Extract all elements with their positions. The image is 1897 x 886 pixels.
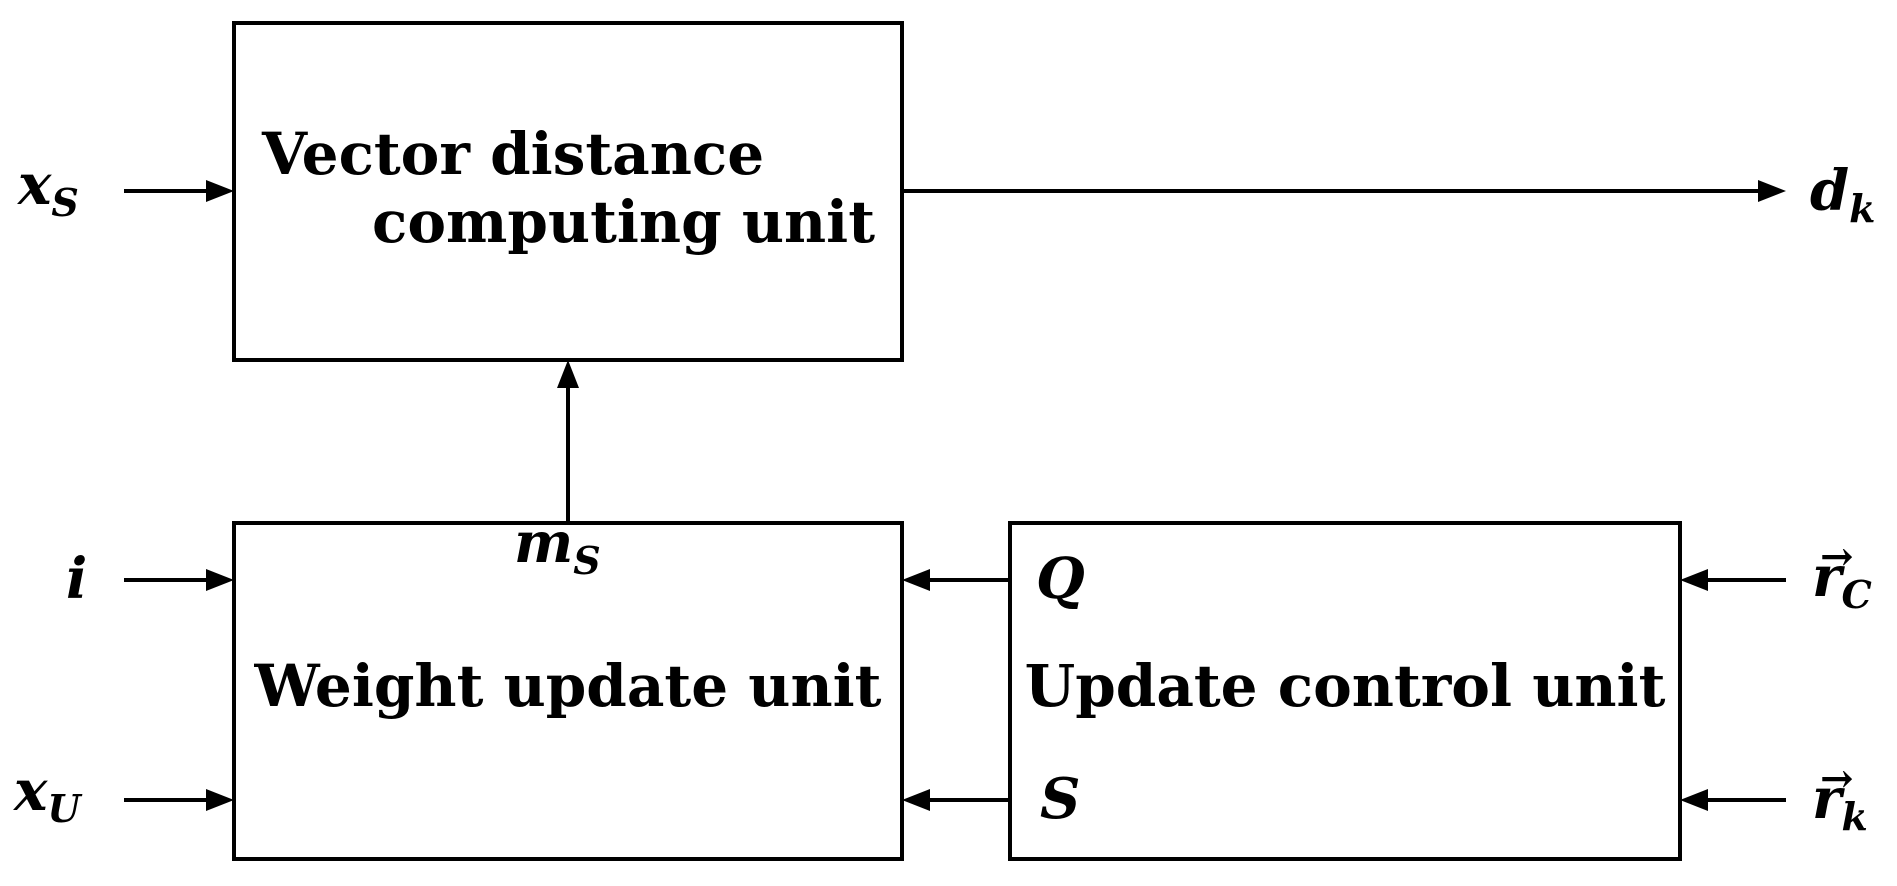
signal-q: Q bbox=[1036, 546, 1085, 612]
signal-s: S bbox=[1040, 766, 1080, 832]
arrowhead-s bbox=[902, 789, 930, 811]
vector-distance-label-line1: Vector distance bbox=[261, 120, 764, 188]
weight-update-block bbox=[232, 521, 904, 861]
svg-text:rC: rC bbox=[1812, 544, 1872, 617]
arrowhead-i bbox=[206, 569, 234, 591]
signal-d-k: dk bbox=[1810, 158, 1876, 231]
arrowhead-x-u bbox=[206, 789, 234, 811]
arrowhead-r-c bbox=[1680, 569, 1708, 591]
vector-distance-block bbox=[232, 21, 904, 362]
signal-r-k: → rk bbox=[1812, 755, 1868, 839]
signal-i: i bbox=[66, 546, 87, 612]
svg-text:rk: rk bbox=[1812, 766, 1868, 839]
signal-m-s: mS bbox=[514, 510, 601, 583]
arrowhead-d-k bbox=[1758, 180, 1786, 202]
update-control-label: Update control unit bbox=[1025, 652, 1666, 720]
arrowhead-r-k bbox=[1680, 789, 1708, 811]
signal-x-s: xS bbox=[17, 152, 79, 225]
signal-r-c: → rC bbox=[1812, 533, 1872, 617]
vector-distance-label-line2: computing unit bbox=[372, 188, 875, 256]
update-control-block bbox=[1008, 521, 1682, 861]
arrowhead-x-s bbox=[206, 180, 234, 202]
arrowhead-m-s bbox=[557, 360, 579, 388]
arrowhead-q bbox=[902, 569, 930, 591]
vector-arrow-r-k: → bbox=[1820, 755, 1854, 802]
weight-update-label: Weight update unit bbox=[254, 652, 882, 720]
signal-x-u: xU bbox=[13, 758, 83, 831]
vector-arrow-r-c: → bbox=[1820, 533, 1854, 580]
